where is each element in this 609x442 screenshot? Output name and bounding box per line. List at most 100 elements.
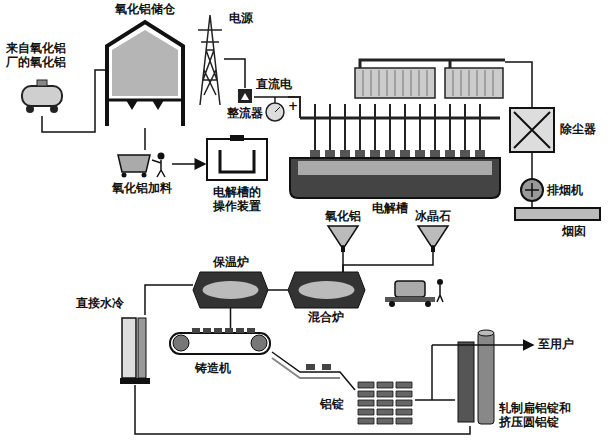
equipment-node: 来自氧化铝厂的氧化铝 <box>20 78 64 116</box>
casting-machine <box>251 335 267 351</box>
cell-operating-device <box>230 135 244 141</box>
mixing-furnace <box>288 272 365 308</box>
conveyor-belt <box>272 358 340 378</box>
component-label: 除尘器 <box>560 123 596 137</box>
electrolytic-cell <box>288 60 505 198</box>
free-label: 至用户 <box>538 338 574 352</box>
casting-machine <box>170 328 270 354</box>
component-label: 电源 <box>229 12 253 26</box>
flow-connector <box>145 285 193 315</box>
alumina-silo <box>112 30 178 96</box>
holding-furnace <box>203 281 259 299</box>
ladle-truck <box>395 281 425 297</box>
conveyor-belt <box>306 364 315 370</box>
component-label: 铸造机 <box>195 362 231 376</box>
flow-connector <box>343 252 433 272</box>
alumina-silo <box>107 22 183 126</box>
water-cooling-caster <box>120 318 150 384</box>
flow-connector <box>230 308 232 328</box>
equipment-node: 铸造机 <box>168 328 272 358</box>
to-user-arrow <box>431 345 433 400</box>
to-user-arrow <box>432 344 533 346</box>
equipment-node: 氧化铝 <box>328 226 358 252</box>
equipment-node: 保温炉 <box>193 272 268 308</box>
electrolytic-cell <box>449 60 452 68</box>
component-label: 氧化铝储仓 <box>115 3 175 17</box>
tanker-truck <box>50 105 58 113</box>
component-label: 保温炉 <box>213 256 249 270</box>
component-label: 冰晶石 <box>415 210 451 224</box>
ladle-truck <box>437 285 443 302</box>
ladle-truck <box>437 279 443 285</box>
feeding-crucible <box>118 153 165 178</box>
feeding-crucible <box>158 153 165 160</box>
component-label: 氧化铝 <box>325 210 361 224</box>
feeding-crucible <box>122 173 127 178</box>
material-hopper <box>418 226 448 246</box>
free-label: + <box>288 100 298 114</box>
flow-connector <box>224 59 245 88</box>
water-cooling-caster <box>120 378 150 384</box>
casting-machine <box>173 335 189 351</box>
component-label: 氧化铝加料 <box>112 182 172 196</box>
flow-connector <box>272 352 355 390</box>
flow-connector <box>505 62 532 108</box>
electrolytic-cell <box>445 68 503 98</box>
flow-connector <box>531 201 533 208</box>
electrolytic-cell <box>315 104 480 150</box>
ingot-stack <box>358 382 412 424</box>
mixing-furnace <box>299 281 355 299</box>
cell-operating-device <box>207 139 267 180</box>
material-hopper <box>341 246 345 252</box>
component-label: 整流器 <box>227 107 263 121</box>
rolled-extruded-ingots <box>478 330 494 336</box>
equipment-node: 整流器 <box>236 88 254 106</box>
to-user-arrow <box>432 345 533 400</box>
dc-meter <box>266 103 284 121</box>
feeding-crucible <box>142 173 147 178</box>
equipment-node: 排烟机 <box>521 179 543 201</box>
dust-collector <box>510 108 554 152</box>
chimney-pipe <box>515 208 600 220</box>
rolled-extruded-ingots <box>458 330 494 424</box>
tanker-truck <box>37 80 47 86</box>
alumina-silo <box>126 100 138 110</box>
dust-collector <box>514 112 550 148</box>
ladle-truck <box>389 301 395 307</box>
flow-connector <box>42 70 105 132</box>
equipment-node: 电解槽 <box>288 55 505 200</box>
equipment-node: 轧制扁铝锭和挤压圆铝锭 <box>455 328 497 426</box>
exhaust-fan <box>525 183 539 197</box>
cell-operating-device <box>220 150 254 172</box>
cell-operating-device <box>207 135 267 180</box>
material-hopper <box>328 226 358 246</box>
tanker-truck <box>22 86 62 106</box>
flow-connector <box>415 399 455 401</box>
dc-meter <box>274 97 276 103</box>
conveyor-belt <box>272 358 340 378</box>
equipment-node: 电源 <box>196 12 224 106</box>
flow-connector <box>531 152 533 179</box>
equipment-node: 铝锭 <box>355 378 415 428</box>
mixing-furnace <box>288 272 365 308</box>
electrolytic-cell <box>360 60 505 68</box>
alumina-silo <box>107 22 183 126</box>
holding-furnace <box>193 272 268 308</box>
free-label: 直流电 <box>256 78 292 92</box>
component-label: 排烟机 <box>547 184 583 198</box>
power-tower <box>198 15 222 105</box>
rolled-extruded-ingots <box>458 342 474 422</box>
component-label: 混合炉 <box>308 311 344 325</box>
equipment-node: 冰晶石 <box>418 226 448 252</box>
water-cooling-caster <box>122 318 136 378</box>
component-label: 直接水冷 <box>76 297 124 311</box>
dc-meter <box>275 107 280 112</box>
ladle-truck <box>385 279 443 307</box>
alumina-silo <box>152 100 164 110</box>
ingot-stack <box>358 382 412 424</box>
rectifier-symbol <box>241 93 249 100</box>
